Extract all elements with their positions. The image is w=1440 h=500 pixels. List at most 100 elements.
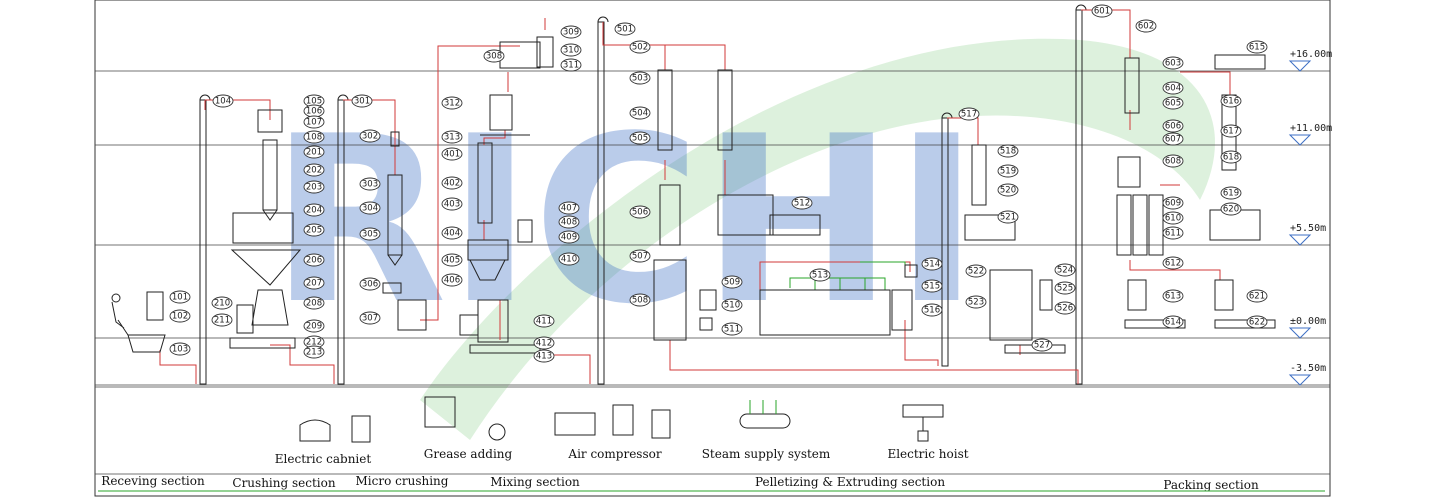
tag-312: 312 (441, 96, 463, 110)
svg-text:522: 522 (968, 267, 984, 277)
tag-404: 404 (441, 226, 463, 240)
tag-519: 519 (997, 164, 1019, 178)
tag-213: 213 (303, 345, 325, 359)
tag-620: 620 (1220, 202, 1242, 216)
bucket-elevators (199, 4, 1087, 385)
tag-611: 611 (1162, 226, 1184, 240)
tag-509: 509 (721, 275, 743, 289)
mixer (459, 36, 554, 354)
svg-text:308: 308 (486, 52, 502, 62)
tag-303: 303 (359, 177, 381, 191)
svg-text:312: 312 (444, 99, 460, 109)
tag-604: 604 (1162, 81, 1184, 95)
tag-518: 518 (997, 144, 1019, 158)
svg-text:410: 410 (561, 255, 577, 265)
svg-text:411: 411 (536, 317, 552, 327)
tag-616: 616 (1220, 94, 1242, 108)
electric-hoist-icon (902, 404, 944, 442)
elevation-marker-icon (1288, 134, 1312, 146)
svg-text:622: 622 (1249, 318, 1265, 328)
tag-202: 202 (303, 163, 325, 177)
svg-text:103: 103 (172, 345, 188, 355)
svg-text:621: 621 (1249, 292, 1265, 302)
tag-204: 204 (303, 203, 325, 217)
tag-504: 504 (629, 106, 651, 120)
tag-105: 105 (303, 94, 325, 108)
svg-text:604: 604 (1165, 84, 1181, 94)
svg-text:612: 612 (1165, 259, 1181, 269)
svg-text:413: 413 (536, 352, 552, 362)
tag-211: 211 (211, 313, 233, 327)
aux-label-air-compressor: Air compressor (567, 447, 661, 461)
tag-612: 612 (1162, 256, 1184, 270)
elevation-label: -3.50m (1290, 363, 1326, 374)
svg-text:616: 616 (1223, 97, 1239, 107)
elevation-label: +5.50m (1290, 223, 1326, 234)
tag-618: 618 (1220, 150, 1242, 164)
svg-text:407: 407 (561, 204, 577, 214)
tag-621: 621 (1246, 289, 1268, 303)
elevation-marker-icon (1288, 60, 1312, 72)
svg-text:506: 506 (632, 208, 648, 218)
tag-523: 523 (965, 295, 987, 309)
svg-text:615: 615 (1249, 43, 1265, 53)
svg-text:209: 209 (306, 322, 322, 332)
tag-412: 412 (533, 336, 555, 350)
tag-524: 524 (1054, 263, 1076, 277)
svg-text:211: 211 (214, 316, 230, 326)
tag-103: 103 (169, 342, 191, 356)
tag-207: 207 (303, 276, 325, 290)
svg-text:526: 526 (1057, 304, 1073, 314)
elevator-104 (199, 94, 211, 385)
tag-209: 209 (303, 319, 325, 333)
tag-311: 311 (560, 58, 582, 72)
svg-text:104: 104 (215, 97, 231, 107)
tag-511: 511 (721, 322, 743, 336)
tag-513: 513 (809, 268, 831, 282)
section-packing: Packing section (1163, 478, 1259, 492)
svg-text:606: 606 (1165, 122, 1181, 132)
tag-413: 413 (533, 349, 555, 363)
tag-508: 508 (629, 293, 651, 307)
svg-text:524: 524 (1057, 266, 1073, 276)
tag-610: 610 (1162, 211, 1184, 225)
tag-401: 401 (441, 147, 463, 161)
tag-302: 302 (359, 129, 381, 143)
svg-text:307: 307 (362, 314, 378, 324)
svg-text:611: 611 (1165, 229, 1181, 239)
tag-402: 402 (441, 176, 463, 190)
tag-506: 506 (629, 205, 651, 219)
tag-514: 514 (921, 257, 943, 271)
svg-text:516: 516 (924, 306, 940, 316)
svg-text:409: 409 (561, 233, 577, 243)
svg-text:518: 518 (1000, 147, 1016, 157)
elevation-marker-icon (1288, 374, 1312, 386)
tag-410: 410 (558, 252, 580, 266)
svg-text:505: 505 (632, 134, 648, 144)
svg-text:527: 527 (1034, 341, 1050, 351)
tag-601: 601 (1091, 4, 1113, 18)
packing-line (1116, 54, 1276, 329)
micro-crusher (382, 131, 427, 331)
aux-label-electric-cabinet: Electric cabniet (275, 452, 372, 466)
tag-307: 307 (359, 311, 381, 325)
svg-text:519: 519 (1000, 167, 1016, 177)
watermark-logo: RICHI (270, 38, 1215, 440)
tag-308: 308 (483, 49, 505, 63)
aux-label-steam-supply: Steam supply system (702, 447, 831, 461)
tag-602: 602 (1135, 19, 1157, 33)
svg-text:601: 601 (1094, 7, 1110, 17)
tag-309: 309 (560, 25, 582, 39)
svg-text:108: 108 (306, 133, 322, 143)
svg-text:605: 605 (1165, 99, 1181, 109)
svg-text:609: 609 (1165, 199, 1181, 209)
tag-507: 507 (629, 249, 651, 263)
tag-606: 606 (1162, 119, 1184, 133)
svg-text:501: 501 (617, 25, 633, 35)
tag-310: 310 (560, 43, 582, 57)
tag-603: 603 (1162, 56, 1184, 70)
svg-text:517: 517 (961, 110, 977, 120)
svg-text:305: 305 (362, 230, 378, 240)
elevation-label: +11.00m (1290, 123, 1332, 134)
